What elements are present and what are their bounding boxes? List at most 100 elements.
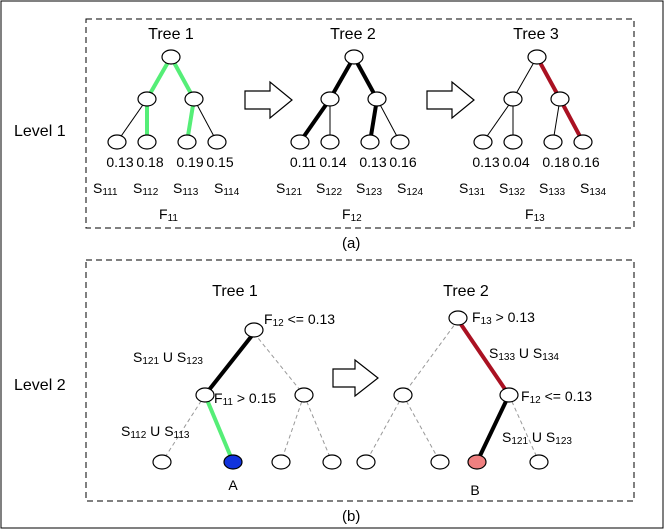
l1t2-feature-label: F12 — [342, 206, 362, 224]
l1t1-value-3: 0.19 — [176, 154, 203, 170]
l2t1-edge-mid-lr — [203, 394, 235, 463]
l1t1-value-2: 0.18 — [136, 154, 163, 170]
l1t3-node-leaf-2 — [503, 134, 523, 150]
arrow-level2-tree1-to-tree2 — [332, 358, 379, 398]
l1t1-leaf-label-2: S112 — [133, 180, 159, 198]
l1t2-title: Tree 2 — [330, 26, 376, 43]
l1t3-node-mid-left — [503, 91, 523, 107]
l2t1-edge-mid-rl — [280, 394, 305, 463]
l1t3-leaf-label-1: S131 — [459, 180, 485, 198]
l1t2-leaf-label-2: S122 — [316, 180, 342, 198]
l1t3-edge-root-mid-left — [512, 56, 538, 100]
l1t1-node-leaf-4 — [207, 134, 227, 150]
l1t3-value-1: 0.13 — [472, 154, 499, 170]
l2t2-edge-mid-lr — [402, 394, 441, 463]
level2-tree1: Tree 1 F12 <= 0.13 S121 U S123 F11 > 0.1… — [121, 283, 342, 493]
l1t2-edge-root-mid-left-highlighted — [328, 56, 356, 100]
l2t2-root-edge-label: S133 U S134 — [489, 345, 559, 363]
l2t1-leaf-3 — [271, 454, 291, 470]
l1t2-node-leaf-2 — [320, 134, 340, 150]
l2t1-root-rule: F12 <= 0.13 — [264, 311, 335, 329]
l2t1-mid-right-node — [294, 387, 314, 403]
l1t2-node-mid-right — [367, 91, 387, 107]
l2t2-edge-mid-ll — [365, 394, 404, 463]
l1t3-edge-mid-right-leaf-4-highlighted — [558, 98, 585, 143]
level2-tree2-title: Tree 2 — [443, 283, 489, 300]
l2t2-edge-mid-rr — [508, 394, 540, 463]
l1t2-edge-mid-right-leaf-4 — [376, 98, 401, 143]
l2t1-leaf-1 — [152, 454, 172, 470]
l2t2-leaf-4 — [529, 454, 549, 470]
l2t2-edge-root-right — [456, 318, 511, 397]
l1t1-node-leaf-3 — [177, 134, 197, 150]
l1t3-edge-root-mid-right-highlighted — [535, 56, 562, 100]
l1t3-node-root — [527, 49, 547, 65]
l1t2-node-leaf-4 — [390, 134, 410, 150]
l1t3-leaf-label-4: S134 — [580, 180, 606, 198]
l1t1-node-leaf-1 — [107, 134, 127, 150]
l1t1-node-leaf-2 — [137, 134, 157, 150]
l1t1-value-1: 0.13 — [106, 154, 133, 170]
l1t3-feature-label: F13 — [525, 206, 545, 224]
l2t1-leaf-4 — [322, 454, 342, 470]
l1t3-value-2: 0.04 — [502, 154, 529, 170]
l1t2-node-leaf-1 — [290, 134, 310, 150]
l2t1-edge-mid-rr — [303, 394, 333, 463]
l2t2-mid-edge-label: S121 U S123 — [502, 429, 572, 447]
l1t1-edge-mid-right-leaf-4 — [193, 98, 218, 143]
l1t2-node-mid-left — [320, 91, 340, 107]
l2t1-root-node — [244, 322, 264, 338]
l1t2-value-3: 0.13 — [359, 154, 386, 170]
l2t1-edge-root-left — [203, 331, 256, 397]
l2t2-root-rule: F13 > 0.13 — [472, 309, 535, 327]
panel-b-level-label: Level 2 — [14, 377, 66, 394]
l2t2-mid-rule: F12 <= 0.13 — [521, 388, 592, 406]
l1t3-title: Tree 3 — [513, 26, 559, 43]
l1t2-leaf-label-1: S121 — [276, 180, 302, 198]
l2t2-leaf-b-label: B — [470, 482, 479, 498]
l1t1-edge-root-mid-right-highlighted — [169, 56, 196, 100]
l1t2-node-leaf-3 — [360, 134, 380, 150]
l2t1-mid-left-node — [195, 387, 215, 403]
l2t1-mid-edge-label: S112 U S113 — [121, 423, 190, 441]
l1t2-value-4: 0.16 — [389, 154, 416, 170]
l1t2-node-root — [344, 49, 364, 65]
l1t1-node-mid-left — [137, 91, 157, 107]
l1t2-leaf-label-3: S123 — [356, 180, 382, 198]
panel-a-caption: (a) — [342, 235, 360, 252]
l2t2-edge-root-left — [402, 319, 459, 396]
level2-tree2: Tree 2 F13 > 0.13 S133 U S134 F12 <= 0.1… — [356, 283, 592, 498]
l1t1-value-4: 0.15 — [206, 154, 233, 170]
l1t1-feature-label: F11 — [159, 206, 178, 224]
l2t2-mid-right-node — [499, 387, 519, 403]
l1t3-leaf-label-2: S132 — [499, 180, 525, 198]
l1t2-value-1: 0.11 — [290, 154, 316, 170]
l1t1-node-root — [161, 49, 181, 65]
l2t1-mid-rule: F11 > 0.15 — [214, 390, 276, 408]
l1t2-edge-root-mid-right-highlighted — [352, 56, 379, 100]
l1t1-node-mid-right — [184, 91, 204, 107]
l1t3-value-3: 0.18 — [542, 154, 569, 170]
l2t2-edge-mid-rl — [475, 394, 511, 463]
l1t3-node-leaf-4 — [573, 134, 593, 150]
l2t2-leaf-b-node — [467, 454, 487, 470]
l1t2-edge-mid-left-leaf-1-highlighted — [298, 97, 332, 144]
l2t2-leaf-2 — [430, 454, 450, 470]
l1t2-leaf-label-4: S124 — [397, 180, 423, 198]
l1t1-leaf-label-4: S114 — [214, 180, 240, 198]
l1t3-node-mid-right — [550, 91, 570, 107]
l1t1-leaf-label-3: S113 — [173, 180, 199, 198]
l2t1-root-edge-label: S121 U S123 — [133, 349, 203, 367]
panel-b-frame — [85, 259, 635, 502]
l1t3-value-4: 0.16 — [572, 154, 599, 170]
level2-tree1-title: Tree 1 — [212, 283, 258, 300]
l1t3-leaf-label-3: S133 — [539, 180, 565, 198]
l1t1-edge-root-mid-left-highlighted — [145, 56, 173, 100]
arrow-tree2-to-tree3 — [426, 80, 475, 120]
